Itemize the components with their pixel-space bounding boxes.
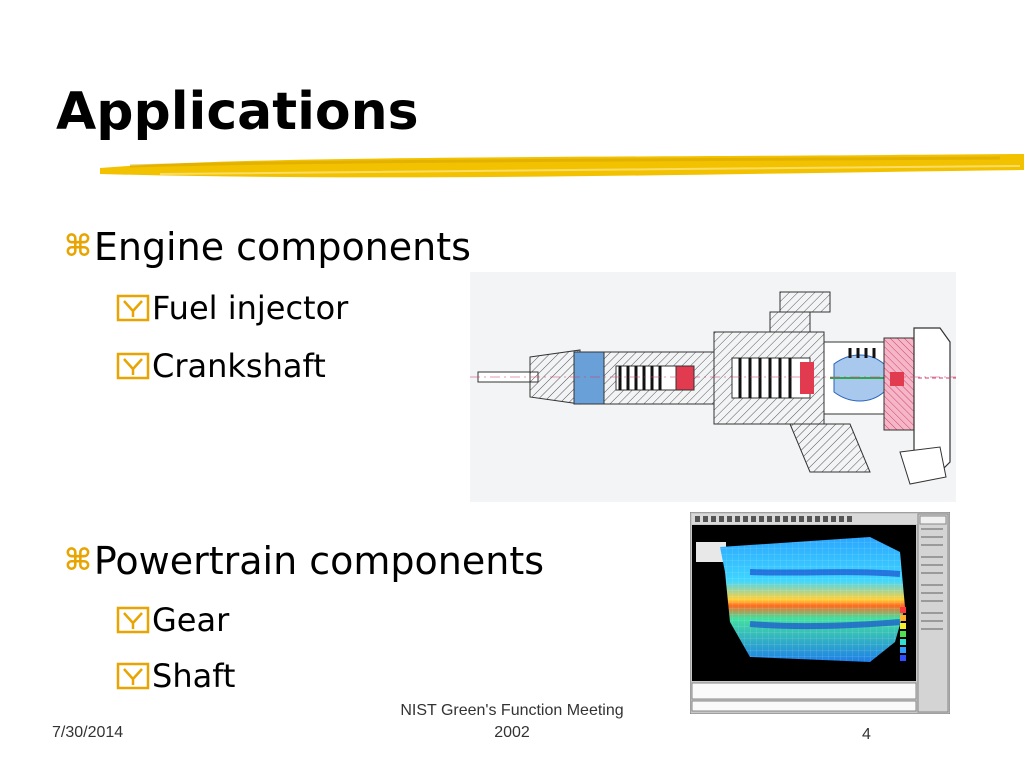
bullet-powertrain-components: ⌘ Powertrain components	[64, 542, 544, 580]
footer-date: 7/30/2014	[52, 724, 124, 741]
checkbox-y-icon	[116, 352, 150, 380]
sub-bullet-label: Gear	[152, 601, 230, 639]
footer-meeting-line1: NIST Green's Function Meeting	[400, 702, 624, 719]
command-glyph-icon: ⌘	[64, 229, 92, 264]
sub-bullet-label: Crankshaft	[152, 347, 326, 385]
footer-page-number: 4	[862, 726, 871, 743]
sub-bullet-label: Shaft	[152, 657, 236, 695]
checkbox-y-icon	[116, 294, 150, 322]
sub-bullet-gear: Gear	[116, 604, 229, 636]
checkbox-y-icon	[116, 662, 150, 690]
slide-title: Applications	[56, 82, 419, 142]
bullet-label: Powertrain components	[93, 539, 545, 583]
title-underline	[100, 154, 1024, 178]
sub-bullet-crankshaft: Crankshaft	[116, 350, 326, 382]
gear-fea-screenshot	[690, 512, 950, 714]
footer-meeting-line2: 2002	[494, 723, 530, 741]
sub-bullet-label: Fuel injector	[152, 289, 349, 327]
checkbox-y-icon	[116, 606, 150, 634]
footer-meeting: NIST Green's Function Meeting 2002	[362, 700, 662, 743]
sub-bullet-fuel-injector: Fuel injector	[116, 292, 348, 324]
fuel-injector-drawing	[470, 272, 956, 502]
bullet-label: Engine components	[93, 225, 471, 269]
sub-bullet-shaft: Shaft	[116, 660, 235, 692]
command-glyph-icon: ⌘	[64, 543, 92, 578]
bullet-engine-components: ⌘ Engine components	[64, 228, 471, 266]
